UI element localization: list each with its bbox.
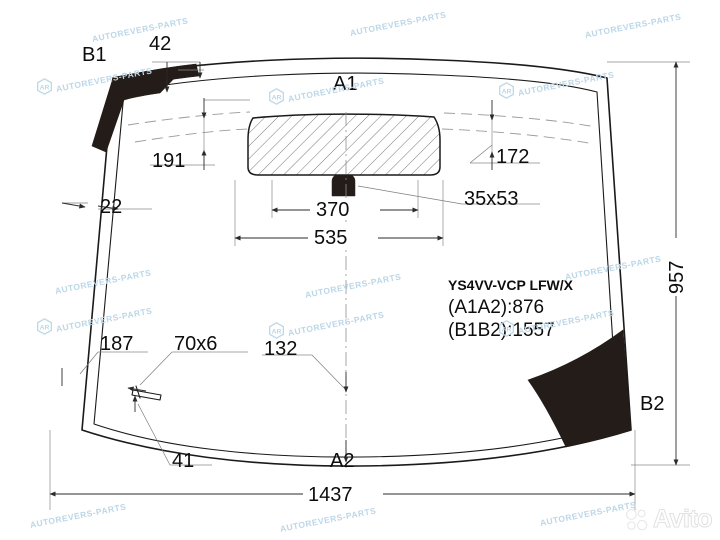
dimension-535-label: 535: [314, 227, 347, 249]
dimension-957-label: 957: [666, 261, 688, 294]
dimension-41: 41: [132, 395, 212, 472]
label-a2: A2: [330, 450, 354, 472]
part-dim-b-label: (B1B2):1557: [448, 320, 555, 341]
part-code-label: YS4VV-VCP LFW/X: [448, 277, 574, 293]
dimension-132: 132: [262, 338, 349, 393]
dimension-1437-label: 1437: [308, 484, 353, 506]
dimension-70x6-label: 70x6: [174, 333, 217, 355]
dimension-22-label: 22: [100, 196, 122, 218]
label-a1: A1: [333, 73, 357, 95]
dimension-35x53: 35x53: [357, 185, 540, 210]
frit-band-bottom-right: [527, 329, 632, 448]
dimension-172: 172: [469, 100, 540, 170]
label-a2-group: A2: [330, 440, 354, 472]
dimension-191-label: 191: [152, 150, 185, 172]
dimension-187: 187: [61, 333, 148, 386]
dimension-172-label: 172: [496, 146, 529, 168]
dimension-370-label: 370: [316, 199, 349, 221]
frit-band-top-left: [91, 63, 200, 153]
mirror-mount-pad: [331, 174, 356, 197]
dimension-535: 535: [234, 180, 444, 249]
dimension-35x53-label: 35x53: [464, 188, 519, 210]
dimension-132-label: 132: [264, 338, 297, 360]
label-b2: B2: [640, 393, 664, 415]
dimension-42-label: 42: [149, 33, 171, 55]
dimension-187-label: 187: [100, 333, 133, 355]
bottom-bracket-feature: [131, 385, 162, 401]
dimension-42: 42: [149, 33, 204, 93]
dimension-957: 957: [607, 61, 690, 466]
dimension-22: 22: [61, 196, 152, 218]
part-dim-a-label: (A1A2):876: [448, 297, 544, 318]
dimension-370: 370: [271, 180, 419, 221]
label-b1: B1: [82, 44, 106, 66]
dimension-70x6: 70x6: [127, 333, 248, 392]
curvature-dashed-lines: [127, 111, 597, 145]
dimension-41-label: 41: [172, 450, 194, 472]
part-info-block: YS4VV-VCP LFW/X (A1A2):876 (B1B2):1557: [448, 277, 574, 341]
dimension-191: 191: [150, 98, 250, 172]
dimension-1437: 1437: [49, 430, 636, 510]
shade-band-hatched: [247, 113, 441, 176]
